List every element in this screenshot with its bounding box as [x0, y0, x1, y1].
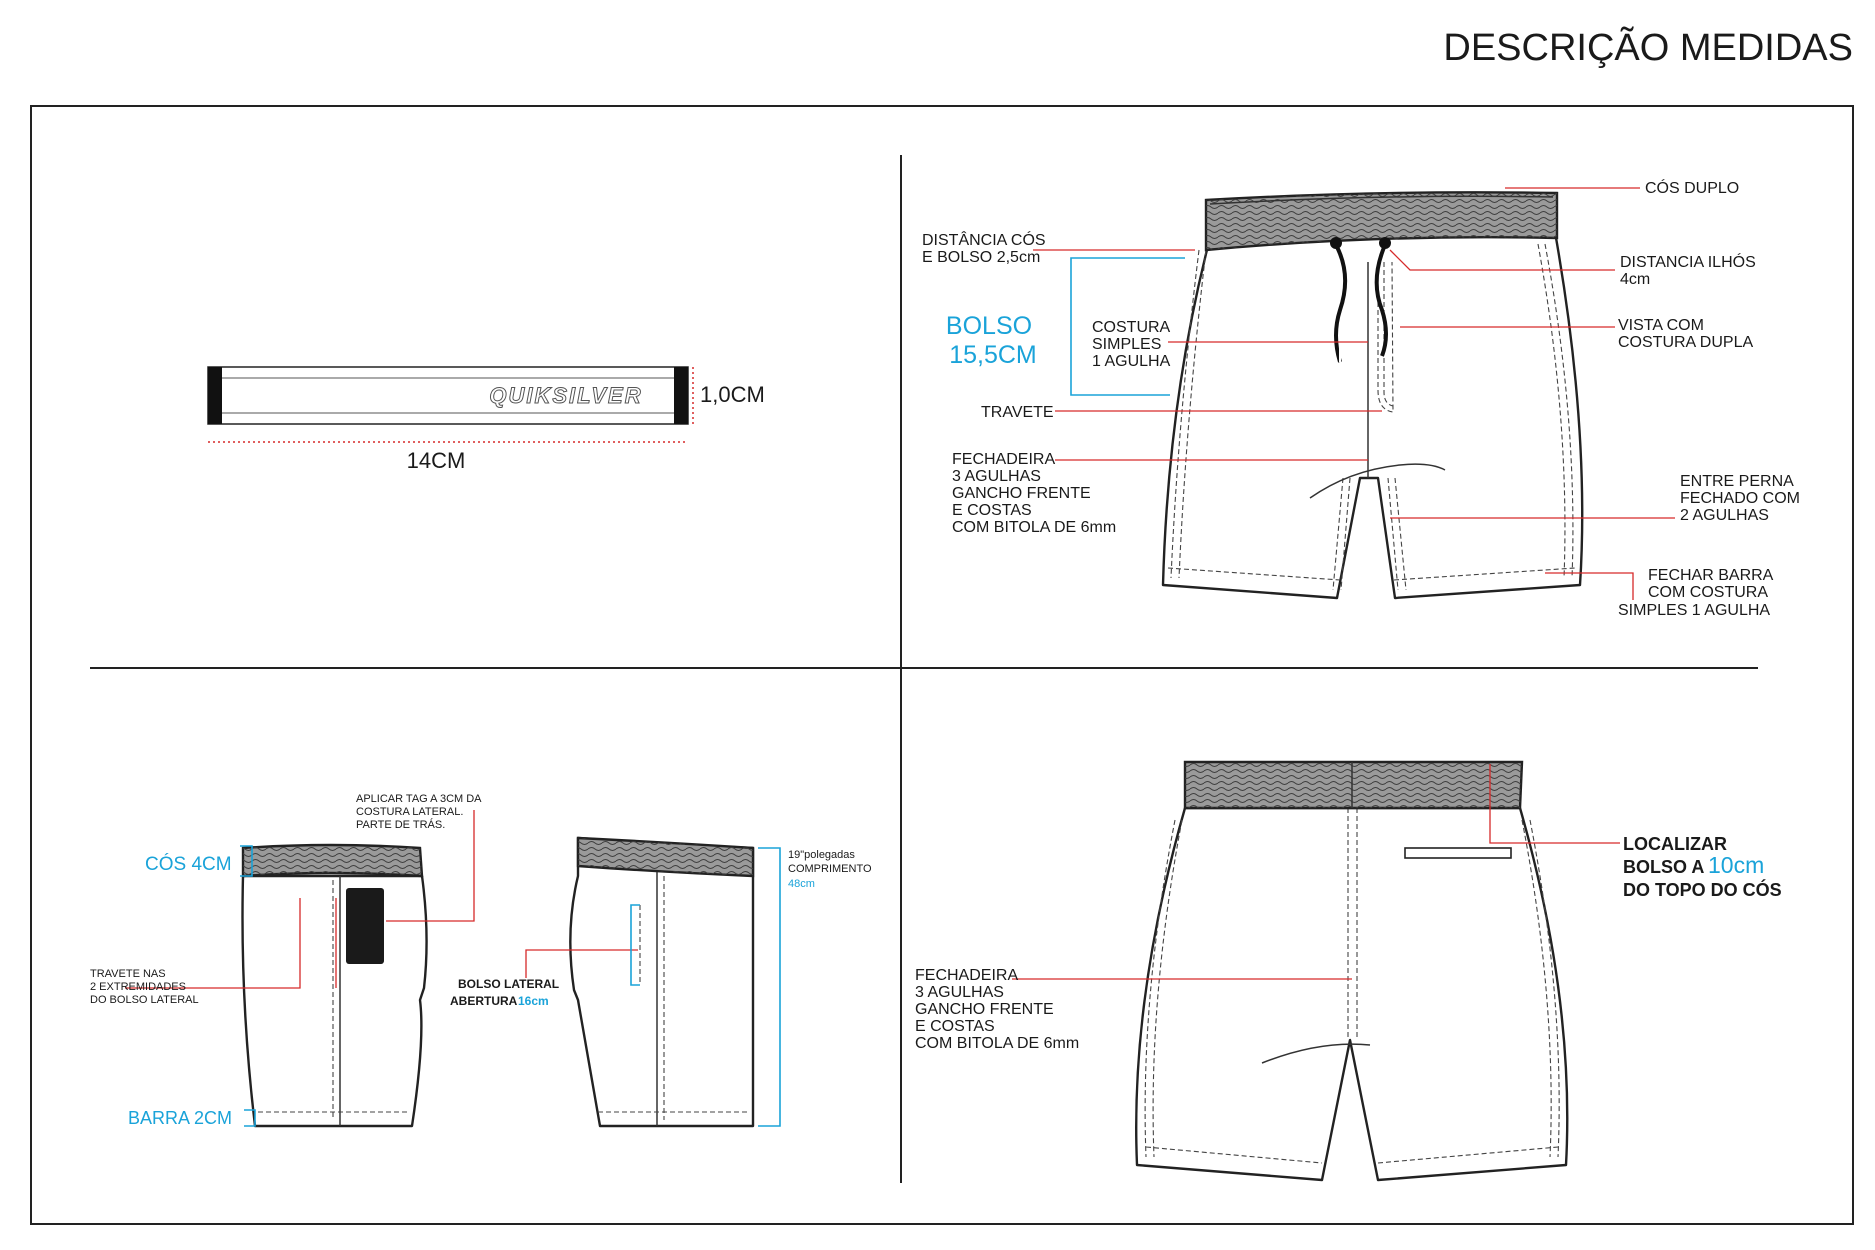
- label-fechadeira-back-4: E COSTAS: [915, 1018, 995, 1035]
- label-costura-2: SIMPLES: [1092, 336, 1161, 353]
- sheet-frame: [30, 105, 1854, 1225]
- leader-bolso-lateral: [525, 949, 638, 978]
- label-bolso-2: 15,5CM: [949, 341, 1037, 369]
- label-comprimento-1: 19"polegadas: [788, 849, 855, 861]
- label-ilhos-1: DISTANCIA ILHÓS: [1620, 252, 1756, 271]
- label-tag-3: PARTE DE TRÁS.: [356, 818, 445, 831]
- label-tag-drawing: QUIKSILVER: [207, 366, 689, 425]
- leader-localizar-bolso: [1489, 764, 1620, 844]
- label-travete-side-2: 2 EXTREMIDADES: [90, 981, 186, 993]
- label-fechadeira-front-2: 3 AGULHAS: [952, 468, 1041, 485]
- label-bolso-lateral-1: BOLSO LATERAL: [458, 977, 559, 991]
- hang-tag: [346, 888, 384, 964]
- label-tag-1: APLICAR TAG A 3CM DA: [356, 793, 482, 805]
- label-vista-2: COSTURA DUPLA: [1618, 334, 1753, 351]
- tag-height-label: 1,0CM: [700, 382, 765, 407]
- label-bolso-lateral-2: ABERTURA: [450, 994, 518, 1008]
- label-cos-4cm: CÓS 4CM: [145, 853, 232, 875]
- cos-dimension-bracket: [240, 845, 253, 877]
- label-fechadeira-back-1: FECHADEIRA: [915, 967, 1018, 984]
- label-fechadeira-front-4: E COSTAS: [952, 502, 1032, 519]
- shorts-side-left-drawing: [241, 843, 428, 1128]
- leader-barra: [1545, 572, 1634, 600]
- label-barra-2cm: BARRA 2CM: [128, 1108, 232, 1128]
- label-fechadeira-back-3: GANCHO FRENTE: [915, 1001, 1054, 1018]
- shorts-side-right-drawing: [569, 836, 755, 1128]
- shorts-back-drawing: [1135, 760, 1569, 1182]
- shorts-front-drawing: [1161, 191, 1584, 600]
- label-barra-1: FECHAR BARRA: [1648, 567, 1774, 584]
- label-barra-3: SIMPLES 1 AGULHA: [1618, 602, 1770, 619]
- label-costura-3: 1 AGULHA: [1092, 353, 1171, 370]
- label-fechadeira-front-3: GANCHO FRENTE: [952, 485, 1091, 502]
- label-costura-1: COSTURA: [1092, 319, 1171, 336]
- label-distancia-cos-2: E BOLSO 2,5cm: [922, 249, 1040, 266]
- label-fechadeira-front-5: COM BITOLA DE 6mm: [952, 519, 1116, 536]
- label-distancia-cos-1: DISTÂNCIA CÓS: [922, 230, 1046, 249]
- label-bolso-1: BOLSO: [946, 312, 1032, 340]
- label-travete-side-1: TRAVETE NAS: [90, 968, 166, 980]
- barra-dimension-bracket: [244, 1109, 256, 1127]
- page-title: DESCRIÇÃO MEDIDAS: [1443, 26, 1853, 69]
- tag-width-label: 14CM: [407, 448, 466, 473]
- label-ilhos-2: 4cm: [1620, 271, 1650, 288]
- label-fechadeira-back-2: 3 AGULHAS: [915, 984, 1004, 1001]
- label-localizar-value: 10cm: [1708, 852, 1764, 878]
- label-comprimento-3: 48cm: [788, 878, 815, 890]
- brand-wordmark: QUIKSILVER: [489, 383, 642, 408]
- label-localizar-3: DO TOPO DO CÓS: [1623, 879, 1782, 900]
- label-fechadeira-front-1: FECHADEIRA: [952, 451, 1055, 468]
- label-comprimento-2: COMPRIMENTO: [788, 863, 872, 875]
- bolso-lateral-bracket: [630, 904, 640, 986]
- label-entreperna-3: 2 AGULHAS: [1680, 507, 1769, 524]
- leader-ilhos: [1389, 249, 1615, 271]
- label-entreperna-1: ENTRE PERNA: [1680, 473, 1794, 490]
- label-bolso-lateral-value: 16cm: [518, 994, 549, 1008]
- label-entreperna-2: FECHADO COM: [1680, 490, 1800, 507]
- label-barra-2: COM COSTURA: [1648, 584, 1768, 601]
- comprimento-bracket: [758, 847, 781, 1127]
- label-localizar-2: BOLSO A: [1623, 857, 1704, 877]
- label-travete-side-3: DO BOLSO LATERAL: [90, 994, 199, 1006]
- label-tag-2: COSTURA LATERAL.: [356, 806, 463, 818]
- label-fechadeira-back-5: COM BITOLA DE 6mm: [915, 1035, 1079, 1052]
- label-travete: TRAVETE: [981, 404, 1054, 421]
- leader-tag: [386, 810, 475, 922]
- leader-travete-side: [125, 898, 301, 989]
- back-pocket-welt: [1404, 847, 1512, 859]
- bolso-dimension-bracket: [1070, 257, 1185, 396]
- label-vista-1: VISTA COM: [1618, 317, 1704, 334]
- label-cos-duplo: CÓS DUPLO: [1645, 178, 1739, 197]
- label-localizar-1: LOCALIZAR: [1623, 834, 1727, 854]
